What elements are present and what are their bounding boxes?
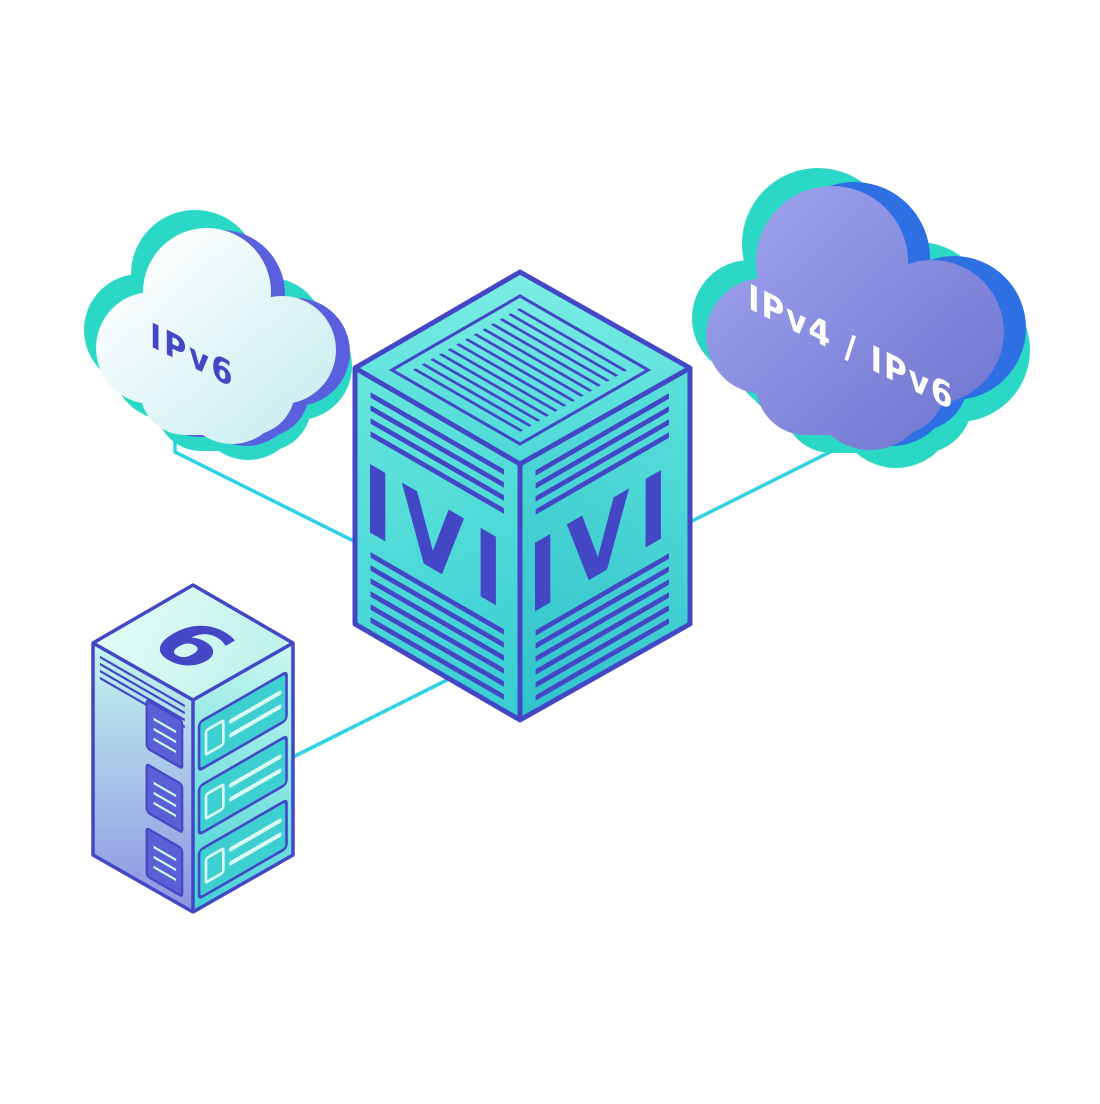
drive-bay xyxy=(197,671,288,771)
drive-bay xyxy=(197,799,288,899)
ipv6-cloud-icon: IPv6 xyxy=(84,210,352,460)
gateway-right-face-detail: IVI xyxy=(527,393,677,701)
server-drive-bays xyxy=(197,671,288,899)
server-connector-line xyxy=(292,664,476,759)
ivi-gateway-box-icon: IVI IVI xyxy=(352,269,693,723)
server-left-face-detail xyxy=(99,655,185,897)
server-inner-edges xyxy=(92,641,294,912)
drive-bay xyxy=(197,735,288,835)
gateway-inner-edges xyxy=(353,365,692,720)
ipv4-ipv6-cloud-icon: IPv4 / IPv6 xyxy=(692,168,1030,468)
gateway-left-face-detail: IVI xyxy=(362,392,512,700)
ipv6-server-rack-icon: 6 xyxy=(91,583,295,914)
gateway-top-panel xyxy=(388,294,652,446)
